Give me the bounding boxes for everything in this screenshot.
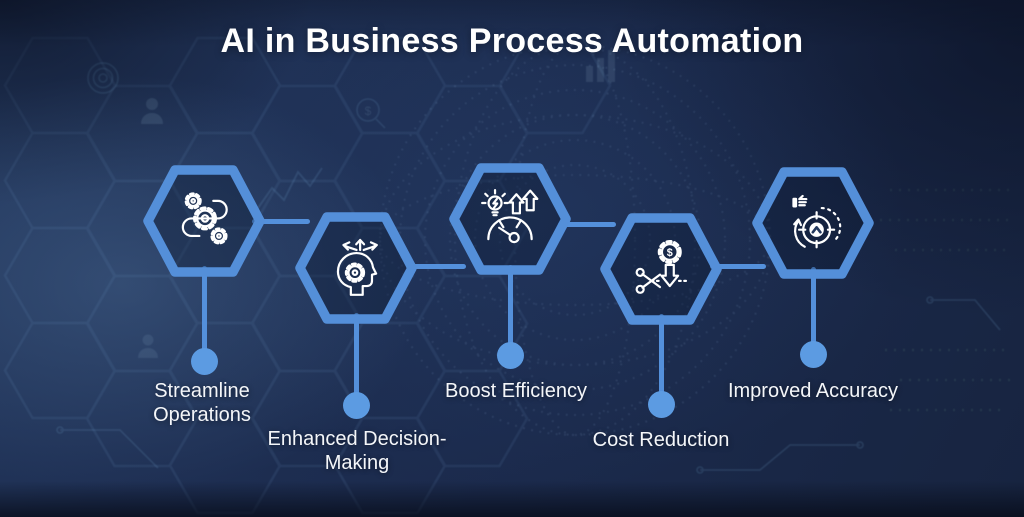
process-gears-icon bbox=[171, 188, 237, 254]
hex-connector bbox=[406, 264, 466, 269]
accuracy-target-icon bbox=[792, 190, 846, 256]
marker-dot bbox=[190, 348, 218, 375]
person-icon bbox=[141, 98, 163, 124]
hex-connector bbox=[252, 219, 310, 224]
decision-head-icon bbox=[323, 235, 389, 301]
cost-scissors-icon: $ bbox=[628, 236, 694, 302]
svg-text:$: $ bbox=[365, 104, 372, 118]
dollar-search-icon: $ bbox=[356, 98, 386, 129]
hex-connector bbox=[710, 264, 766, 269]
step-label: Improved Accuracy bbox=[727, 380, 899, 402]
marker-dot bbox=[799, 341, 827, 368]
step-label: Cost Reduction bbox=[592, 429, 730, 451]
connector-stem bbox=[353, 313, 359, 406]
connector-stem bbox=[507, 265, 513, 356]
page-title: AI in Business Process Automation bbox=[220, 22, 804, 60]
dot-clusters bbox=[880, 188, 1015, 412]
step-label: Streamline Operations bbox=[153, 380, 251, 426]
hexagon-frame bbox=[143, 163, 265, 279]
person-icon bbox=[138, 334, 158, 358]
hexagon-frame bbox=[449, 161, 571, 277]
target-icon bbox=[87, 62, 119, 94]
trend-line-icon bbox=[257, 167, 323, 209]
connector-stem bbox=[658, 314, 664, 405]
connector-stem bbox=[201, 266, 207, 362]
step-label: Enhanced Decision-Making bbox=[267, 428, 447, 474]
efficiency-gauge-icon bbox=[477, 186, 543, 252]
step-label: Boost Efficiency bbox=[445, 380, 587, 402]
circuit-traces bbox=[56, 296, 1001, 474]
marker-dot bbox=[647, 391, 675, 418]
hex-connector bbox=[558, 222, 616, 227]
svg-text:$: $ bbox=[667, 247, 673, 259]
marker-dot bbox=[342, 392, 370, 419]
marker-dot bbox=[496, 342, 524, 369]
hexagon-frame: $ bbox=[600, 211, 722, 327]
hexagon-frame bbox=[295, 210, 417, 326]
connector-stem bbox=[810, 267, 816, 355]
globe-dots bbox=[379, 44, 771, 436]
hexagon-frame bbox=[752, 165, 874, 281]
